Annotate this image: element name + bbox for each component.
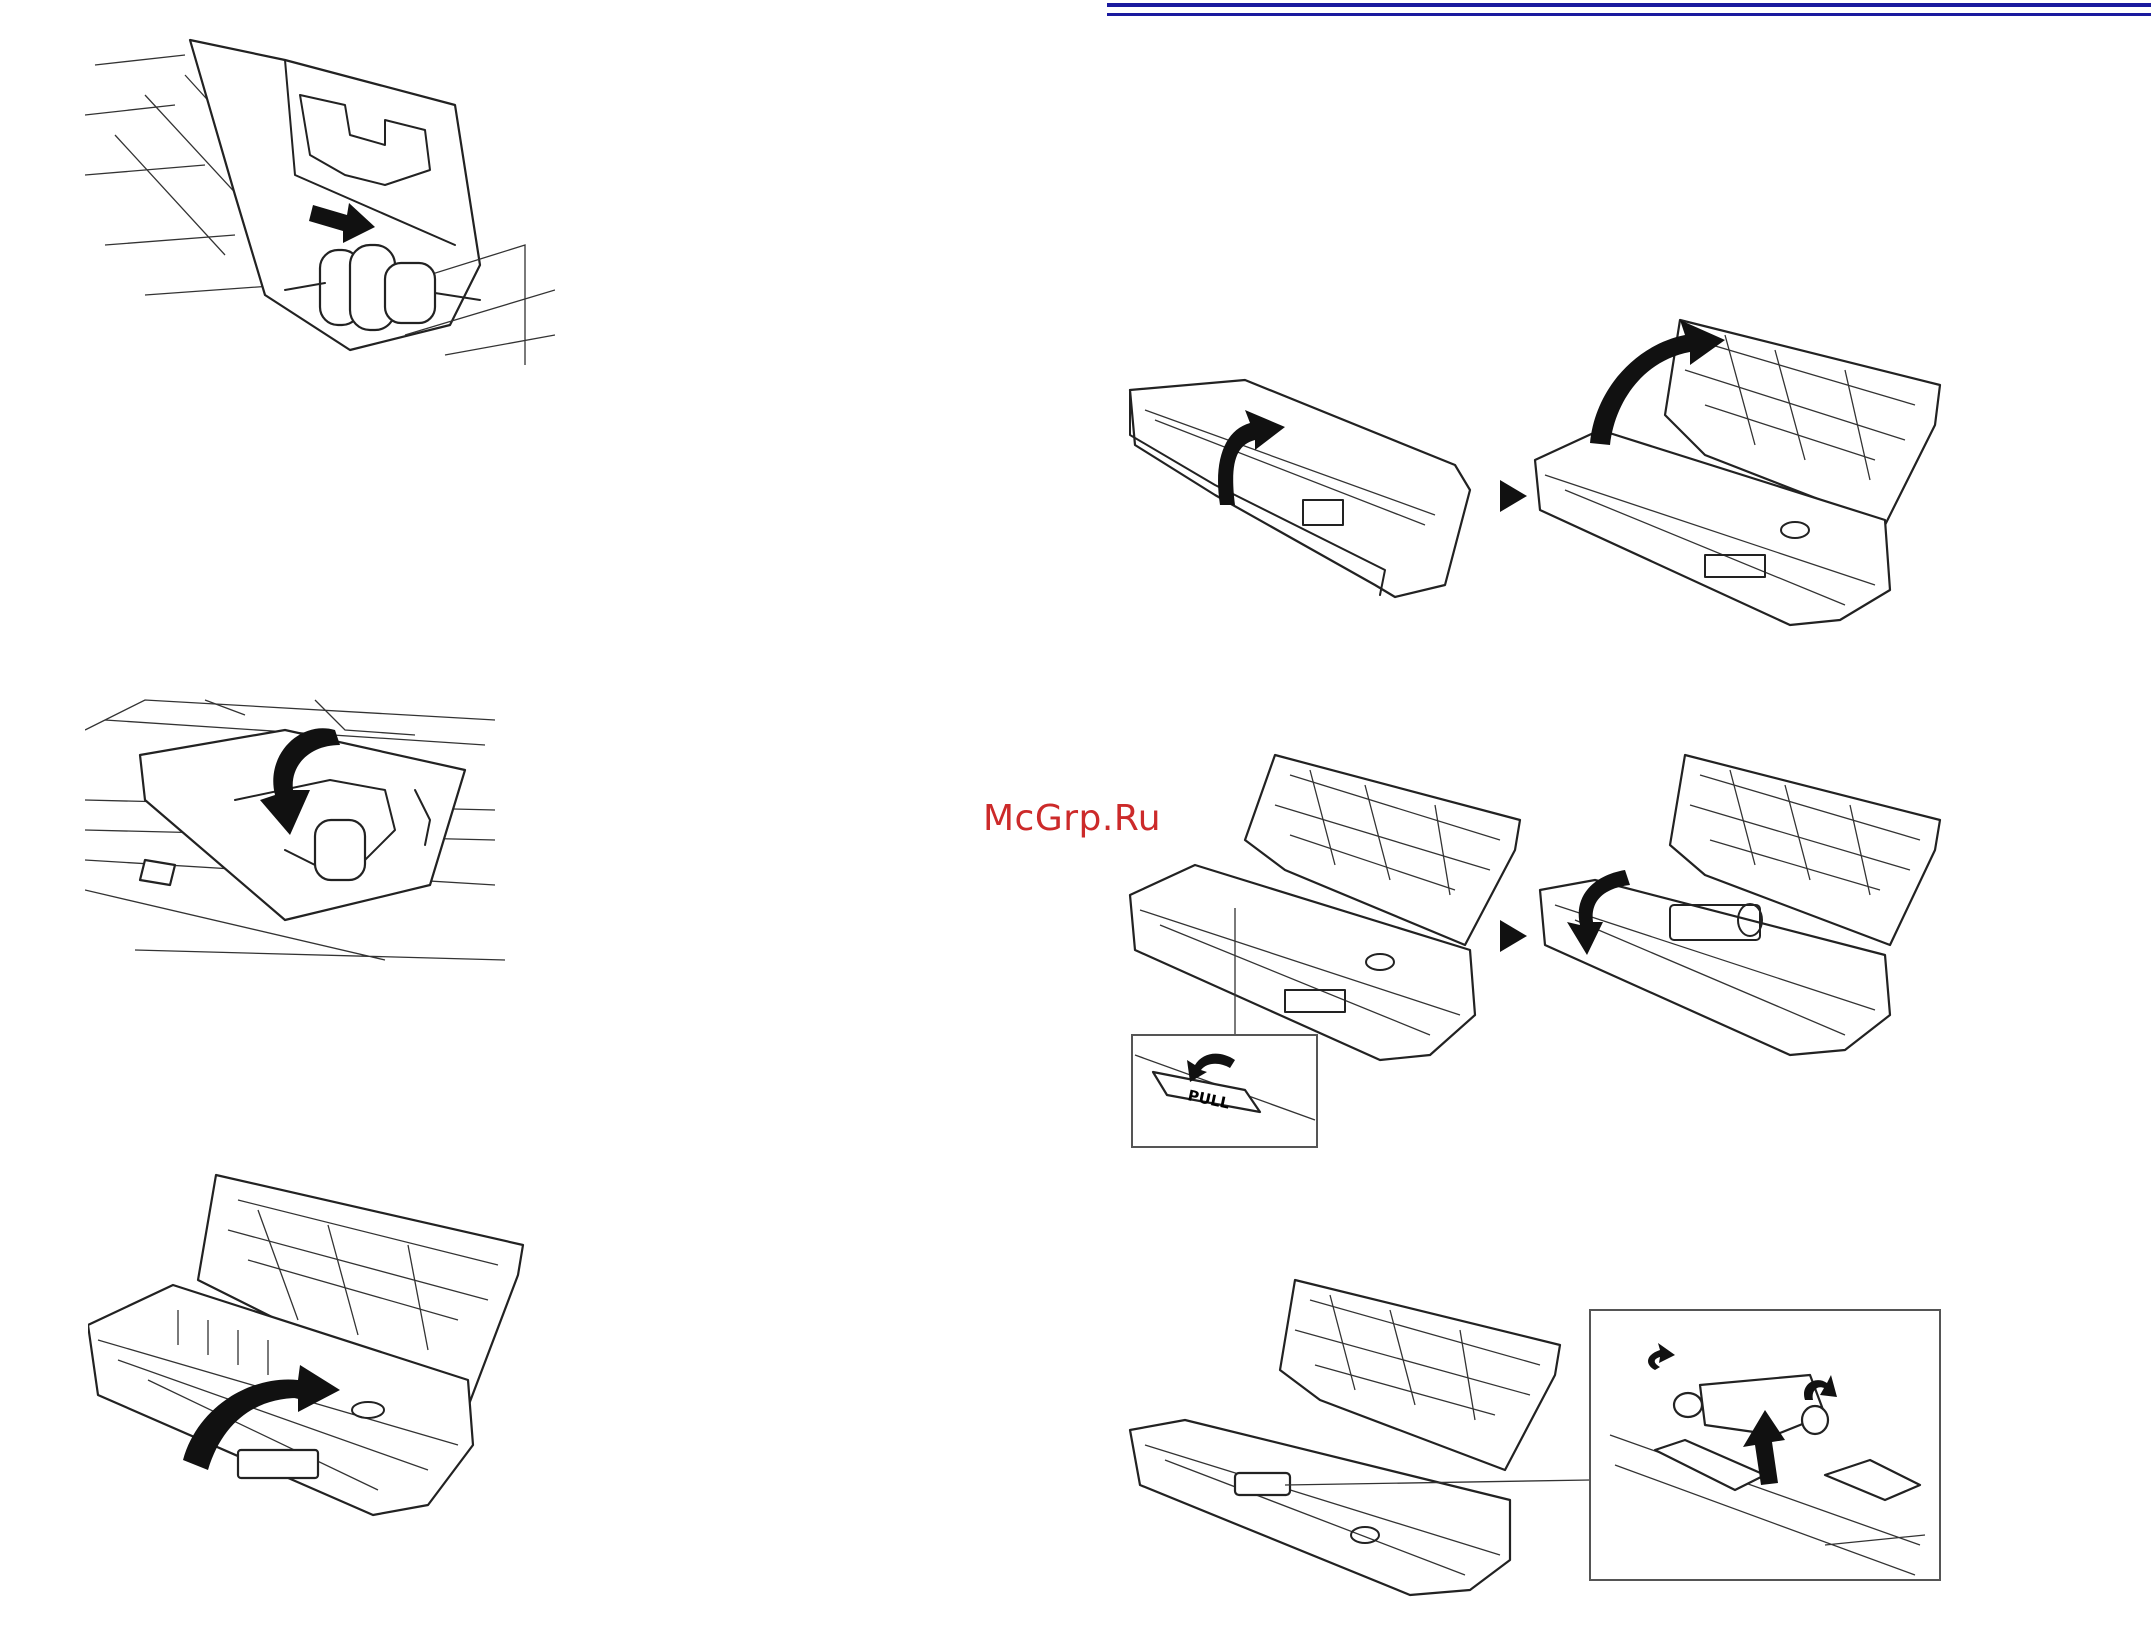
figure-remove-retard-roller-cover [1125,1275,1950,1605]
figure-front-unit-close [88,1170,538,1520]
play-icon [1500,480,1527,512]
figure-roller-cover-close [85,690,505,965]
figure-open-top-cover [1125,315,1950,630]
header-rule-thick [1107,3,2151,7]
figure-feed-roller-slide-out [85,35,555,380]
figure-open-front-unit: PULL [1125,750,1950,1150]
play-icon [1500,920,1527,952]
header-rule-thin [1107,13,2151,16]
watermark-text: McGrp.Ru [983,798,1161,839]
